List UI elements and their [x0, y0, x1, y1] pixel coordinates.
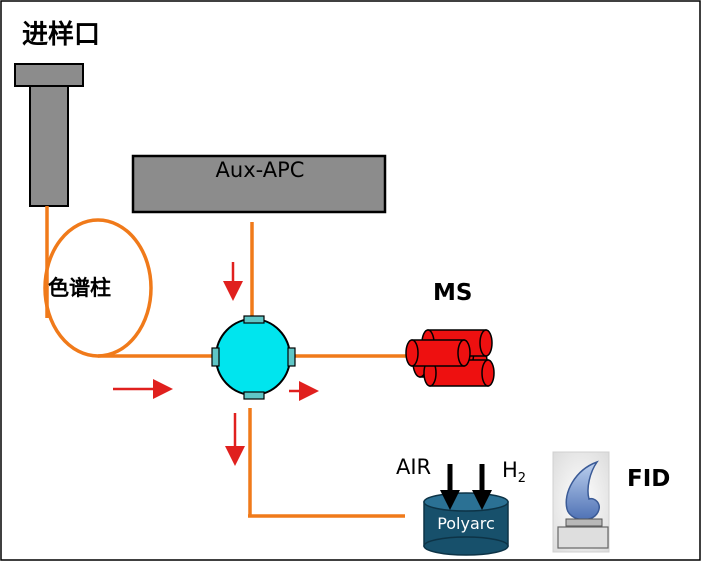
- flow-arrows: [113, 262, 319, 466]
- fid-label: FID: [627, 466, 671, 492]
- polyarc-label: Polyarc: [437, 514, 495, 533]
- flame-icon: [552, 451, 610, 553]
- tubing: [43, 206, 410, 518]
- air-label: AIR: [396, 455, 432, 479]
- h2-subscript: 2: [517, 471, 527, 487]
- aux-apc-label: Aux-APC: [215, 158, 305, 182]
- column-label: 色谱柱: [48, 276, 111, 300]
- injector-block: [14, 63, 84, 207]
- splitter-icon: [211, 315, 296, 400]
- ms-label: MS: [433, 280, 473, 306]
- aux-apc-block: [131, 154, 387, 214]
- ms-cylinders-icon: [405, 329, 495, 387]
- gas-input-arrows: [440, 464, 492, 510]
- injector-label: 进样口: [22, 20, 101, 50]
- h2-base: H: [502, 458, 518, 482]
- h2-label: H2: [502, 458, 526, 486]
- polyarc-reactor-icon: [423, 492, 509, 556]
